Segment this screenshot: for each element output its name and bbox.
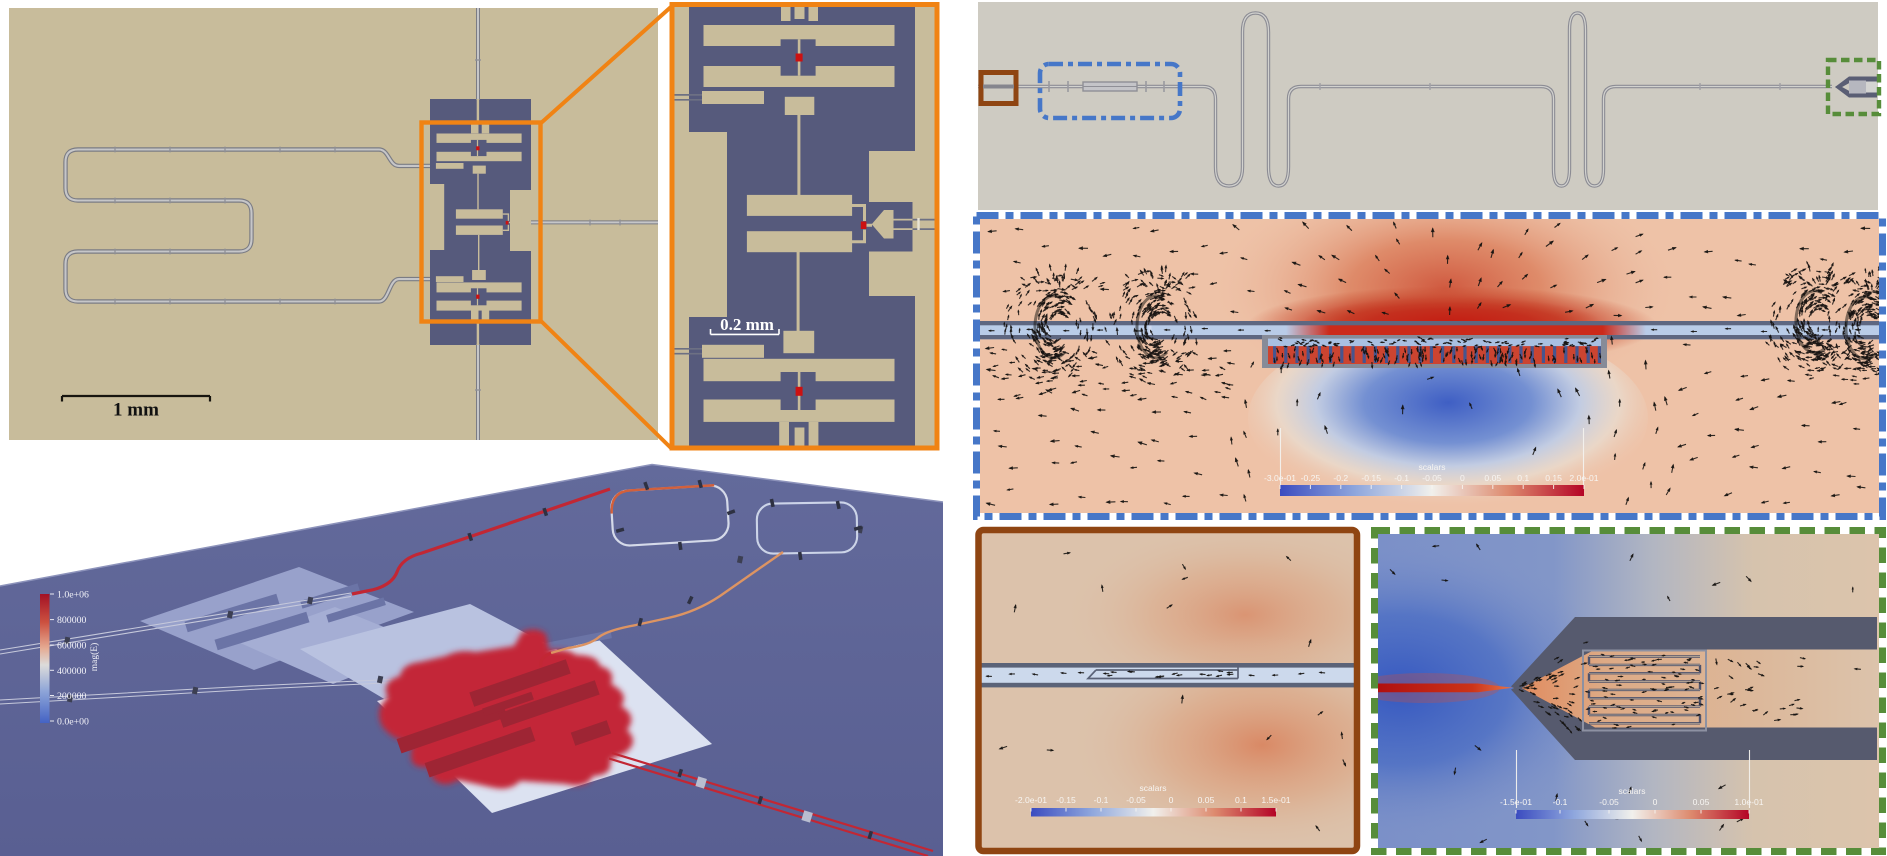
svg-text:0.05: 0.05 (1693, 797, 1710, 807)
svg-text:-0.2: -0.2 (1333, 473, 1348, 483)
svg-text:0: 0 (1460, 473, 1465, 483)
svg-text:0.0e+00: 0.0e+00 (57, 717, 89, 728)
svg-text:-2.0e-01: -2.0e-01 (1015, 795, 1047, 805)
svg-text:-0.05: -0.05 (1126, 795, 1146, 805)
svg-text:1.0e-01: 1.0e-01 (1734, 797, 1763, 807)
svg-text:400000: 400000 (57, 666, 86, 677)
svg-text:200000: 200000 (57, 691, 86, 702)
svg-text:-0.15: -0.15 (1361, 473, 1381, 483)
svg-text:mag(E): mag(E) (89, 643, 100, 672)
svg-text:-0.05: -0.05 (1422, 473, 1442, 483)
svg-text:-0.1: -0.1 (1094, 795, 1109, 805)
svg-text:0.2 mm: 0.2 mm (720, 315, 774, 334)
svg-text:0.05: 0.05 (1484, 473, 1501, 483)
svg-text:scalars: scalars (1419, 462, 1446, 472)
svg-text:-0.15: -0.15 (1056, 795, 1076, 805)
svg-text:800000: 800000 (57, 615, 86, 626)
svg-text:0.15: 0.15 (1545, 473, 1562, 483)
svg-text:600000: 600000 (57, 641, 86, 652)
svg-text:0.05: 0.05 (1198, 795, 1215, 805)
svg-text:0: 0 (1169, 795, 1174, 805)
svg-text:-0.05: -0.05 (1599, 797, 1619, 807)
svg-text:-3.0e-01: -3.0e-01 (1264, 473, 1296, 483)
svg-text:-0.25: -0.25 (1301, 473, 1321, 483)
svg-text:-1.5e-01: -1.5e-01 (1500, 797, 1532, 807)
svg-text:1 mm: 1 mm (113, 400, 159, 421)
svg-text:0.1: 0.1 (1235, 795, 1247, 805)
svg-text:1.5e-01: 1.5e-01 (1261, 795, 1290, 805)
svg-text:0.1: 0.1 (1517, 473, 1529, 483)
svg-text:-0.1: -0.1 (1394, 473, 1409, 483)
svg-text:1.0e+06: 1.0e+06 (57, 590, 89, 601)
svg-text:2.0e-01: 2.0e-01 (1569, 473, 1598, 483)
svg-text:-0.1: -0.1 (1553, 797, 1568, 807)
svg-text:0: 0 (1653, 797, 1658, 807)
svg-text:scalars: scalars (1140, 783, 1167, 793)
svg-text:scalars: scalars (1619, 786, 1646, 796)
